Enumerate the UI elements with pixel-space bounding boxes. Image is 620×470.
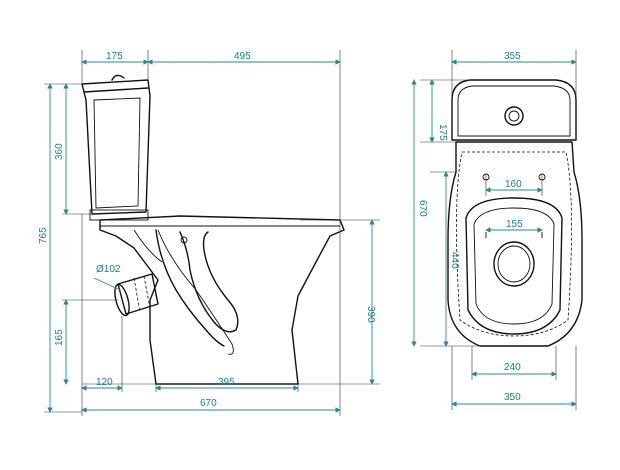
bowl-body	[99, 215, 345, 385]
dim-base-length: 395	[218, 377, 235, 388]
dim-outlet-offset: 120	[96, 377, 113, 388]
dim-tank-depth: 175	[106, 51, 123, 62]
dim-top-total-width-bottom: 350	[504, 392, 521, 403]
top-bowl	[447, 141, 583, 347]
outlet-pipe	[114, 273, 159, 317]
dim-outlet-height: 165	[54, 329, 65, 346]
dim-seat-height: 390	[365, 306, 376, 323]
side-view: 175 495 360 765 Ø102 165 390 120 395 670	[38, 50, 380, 416]
dim-bowl-length: 495	[234, 51, 251, 62]
top-view: 355 175 160 670 155 440 240 350	[411, 50, 583, 410]
cistern-tank	[81, 74, 151, 221]
dim-top-total-width: 355	[504, 51, 521, 62]
dim-hinge-spacing: 160	[505, 179, 522, 190]
top-tank	[451, 79, 577, 141]
dim-inner-spacing: 155	[506, 219, 523, 230]
dim-tank-height: 360	[54, 143, 65, 160]
dim-top-tank-depth: 175	[437, 124, 448, 141]
dim-total-length: 670	[200, 398, 217, 409]
dim-total-height: 765	[38, 227, 49, 244]
dim-top-total-length: 670	[417, 200, 428, 217]
dim-base-width: 240	[504, 362, 521, 373]
dim-bowl-length-top: 440	[449, 252, 460, 269]
dim-outlet-diameter: Ø102	[96, 264, 121, 275]
